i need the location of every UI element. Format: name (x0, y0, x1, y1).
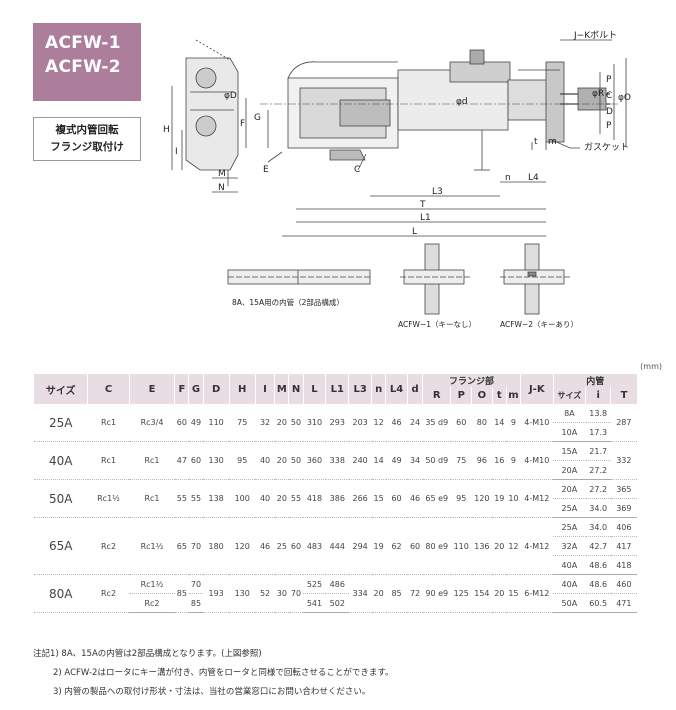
th-i: I (254, 374, 275, 404)
label-phi-d-small: φd (456, 97, 468, 107)
table-row: 50A Rc1½ Rc1 55 55 138 100 40 20 55 418 … (33, 479, 637, 518)
product-title-box: ACFW-1 ACFW-2 (33, 23, 141, 101)
table-row: 25A Rc1 Rc3/4 60 49 110 75 32 20 50 310 … (33, 404, 637, 442)
th-f: F (174, 374, 189, 404)
th-inner-size: サイズ (552, 387, 586, 404)
th-m-small: m (505, 387, 521, 404)
label-l: L (412, 227, 417, 237)
label-m: M (218, 169, 226, 179)
th-size: サイズ (32, 374, 88, 404)
label-f: F (240, 119, 245, 129)
th-c: C (87, 374, 130, 404)
th-e: E (128, 374, 175, 404)
th-d-small: d (406, 374, 423, 404)
note-1: 注記1) 8A、15Aの内管は2部品構成となります。(上図参照) (33, 649, 262, 659)
product-title-line2: ACFW-2 (45, 57, 121, 77)
label-d-pcd: D (606, 107, 613, 117)
label-gasket: ガスケット (584, 142, 629, 153)
label-phi-o: φO (618, 93, 631, 103)
label-phi-r: φR (592, 89, 604, 99)
label-acfw1: ACFW−1（キーなし） (398, 320, 476, 329)
table-row: 40A Rc1 Rc1 47 60 130 95 40 20 50 360 33… (33, 441, 637, 480)
th-n-small: n (371, 374, 386, 404)
th-l: L (302, 374, 326, 404)
spec-table: サイズ C E F G D H I M N L L1 L3 n L4 d フラン… (32, 374, 638, 613)
table-row: 80A Rc2 Rc1½ 85 70 193 130 52 30 70 525 … (33, 574, 637, 613)
label-l3: L3 (432, 187, 443, 197)
table-row: 65A Rc2 Rc1½ 65 70 180 120 46 25 60 483 … (33, 517, 637, 575)
table-row: 32A 42.7 417 (34, 536, 637, 556)
note-2: 2) ACFW-2はロータにキー溝が付き、内管をロータと同様で回転させることがで… (53, 668, 394, 678)
technical-drawing: J−Kボルト ガスケット φD H I M N F G E C φd φR P … (163, 30, 631, 329)
label-l1: L1 (420, 213, 431, 223)
label-acfw2: ACFW−2（キーあり） (500, 320, 578, 329)
th-jk: J-K (519, 374, 554, 404)
th-g: G (188, 374, 204, 404)
table-row: Rc2 85 541 502 50A 60.5 471 (34, 593, 637, 613)
th-h: H (228, 374, 256, 404)
label-e: E (263, 165, 269, 175)
th-n: N (288, 374, 304, 404)
table-row: 25A 34.0 369 (34, 498, 637, 518)
th-p: P (450, 387, 472, 404)
th-m: M (274, 374, 289, 404)
label-m-small: m (548, 137, 557, 147)
table-row: 40A 48.6 418 (34, 555, 637, 575)
product-subtitle-line2: フランジ取付け (50, 141, 124, 153)
unit-label: (mm) (640, 362, 662, 371)
th-o: O (471, 387, 493, 404)
th-inner-i: i (585, 387, 611, 404)
product-subtitle-box: 複式内管回転 フランジ取付け (33, 117, 141, 161)
label-t-big: T (419, 200, 426, 210)
table-row: 10A 17.3 (34, 422, 638, 442)
label-n-small: n (505, 173, 511, 183)
label-jk-bolt: J−Kボルト (573, 30, 617, 41)
th-l4: L4 (385, 374, 408, 404)
th-inner-t: T (610, 387, 637, 404)
label-i: I (175, 147, 178, 157)
th-flange: フランジ部 (422, 374, 521, 387)
th-inner: 内管 (552, 374, 637, 387)
th-l3: L3 (348, 374, 372, 404)
label-p2: P (606, 121, 612, 131)
th-l1: L1 (325, 374, 349, 404)
product-title-line1: ACFW-1 (45, 33, 121, 53)
label-t: t (534, 137, 538, 147)
th-t: t (491, 387, 507, 404)
note-3: 3) 内管の製品への取付け形状・寸法は、当社の営業窓口にお問い合わせください。 (53, 687, 371, 697)
label-n: N (218, 183, 225, 193)
label-inner-pipe-note: 8A、15A用の内管（2部品構成） (232, 297, 344, 307)
label-g: G (254, 113, 261, 123)
th-r: R (422, 387, 451, 404)
label-l4: L4 (528, 173, 539, 183)
th-d: D (202, 374, 230, 404)
label-c: C (354, 165, 360, 175)
label-h: H (163, 125, 170, 135)
label-p: P (606, 75, 612, 85)
label-c-pcd: C (606, 91, 612, 101)
product-subtitle-line1: 複式内管回転 (55, 124, 119, 136)
notes: 注記1) 8A、15Aの内管は2部品構成となります。(上図参照) 2) ACFW… (33, 645, 394, 702)
label-phi-d: φD (224, 91, 237, 101)
table-row: 20A 27.2 (34, 460, 638, 480)
